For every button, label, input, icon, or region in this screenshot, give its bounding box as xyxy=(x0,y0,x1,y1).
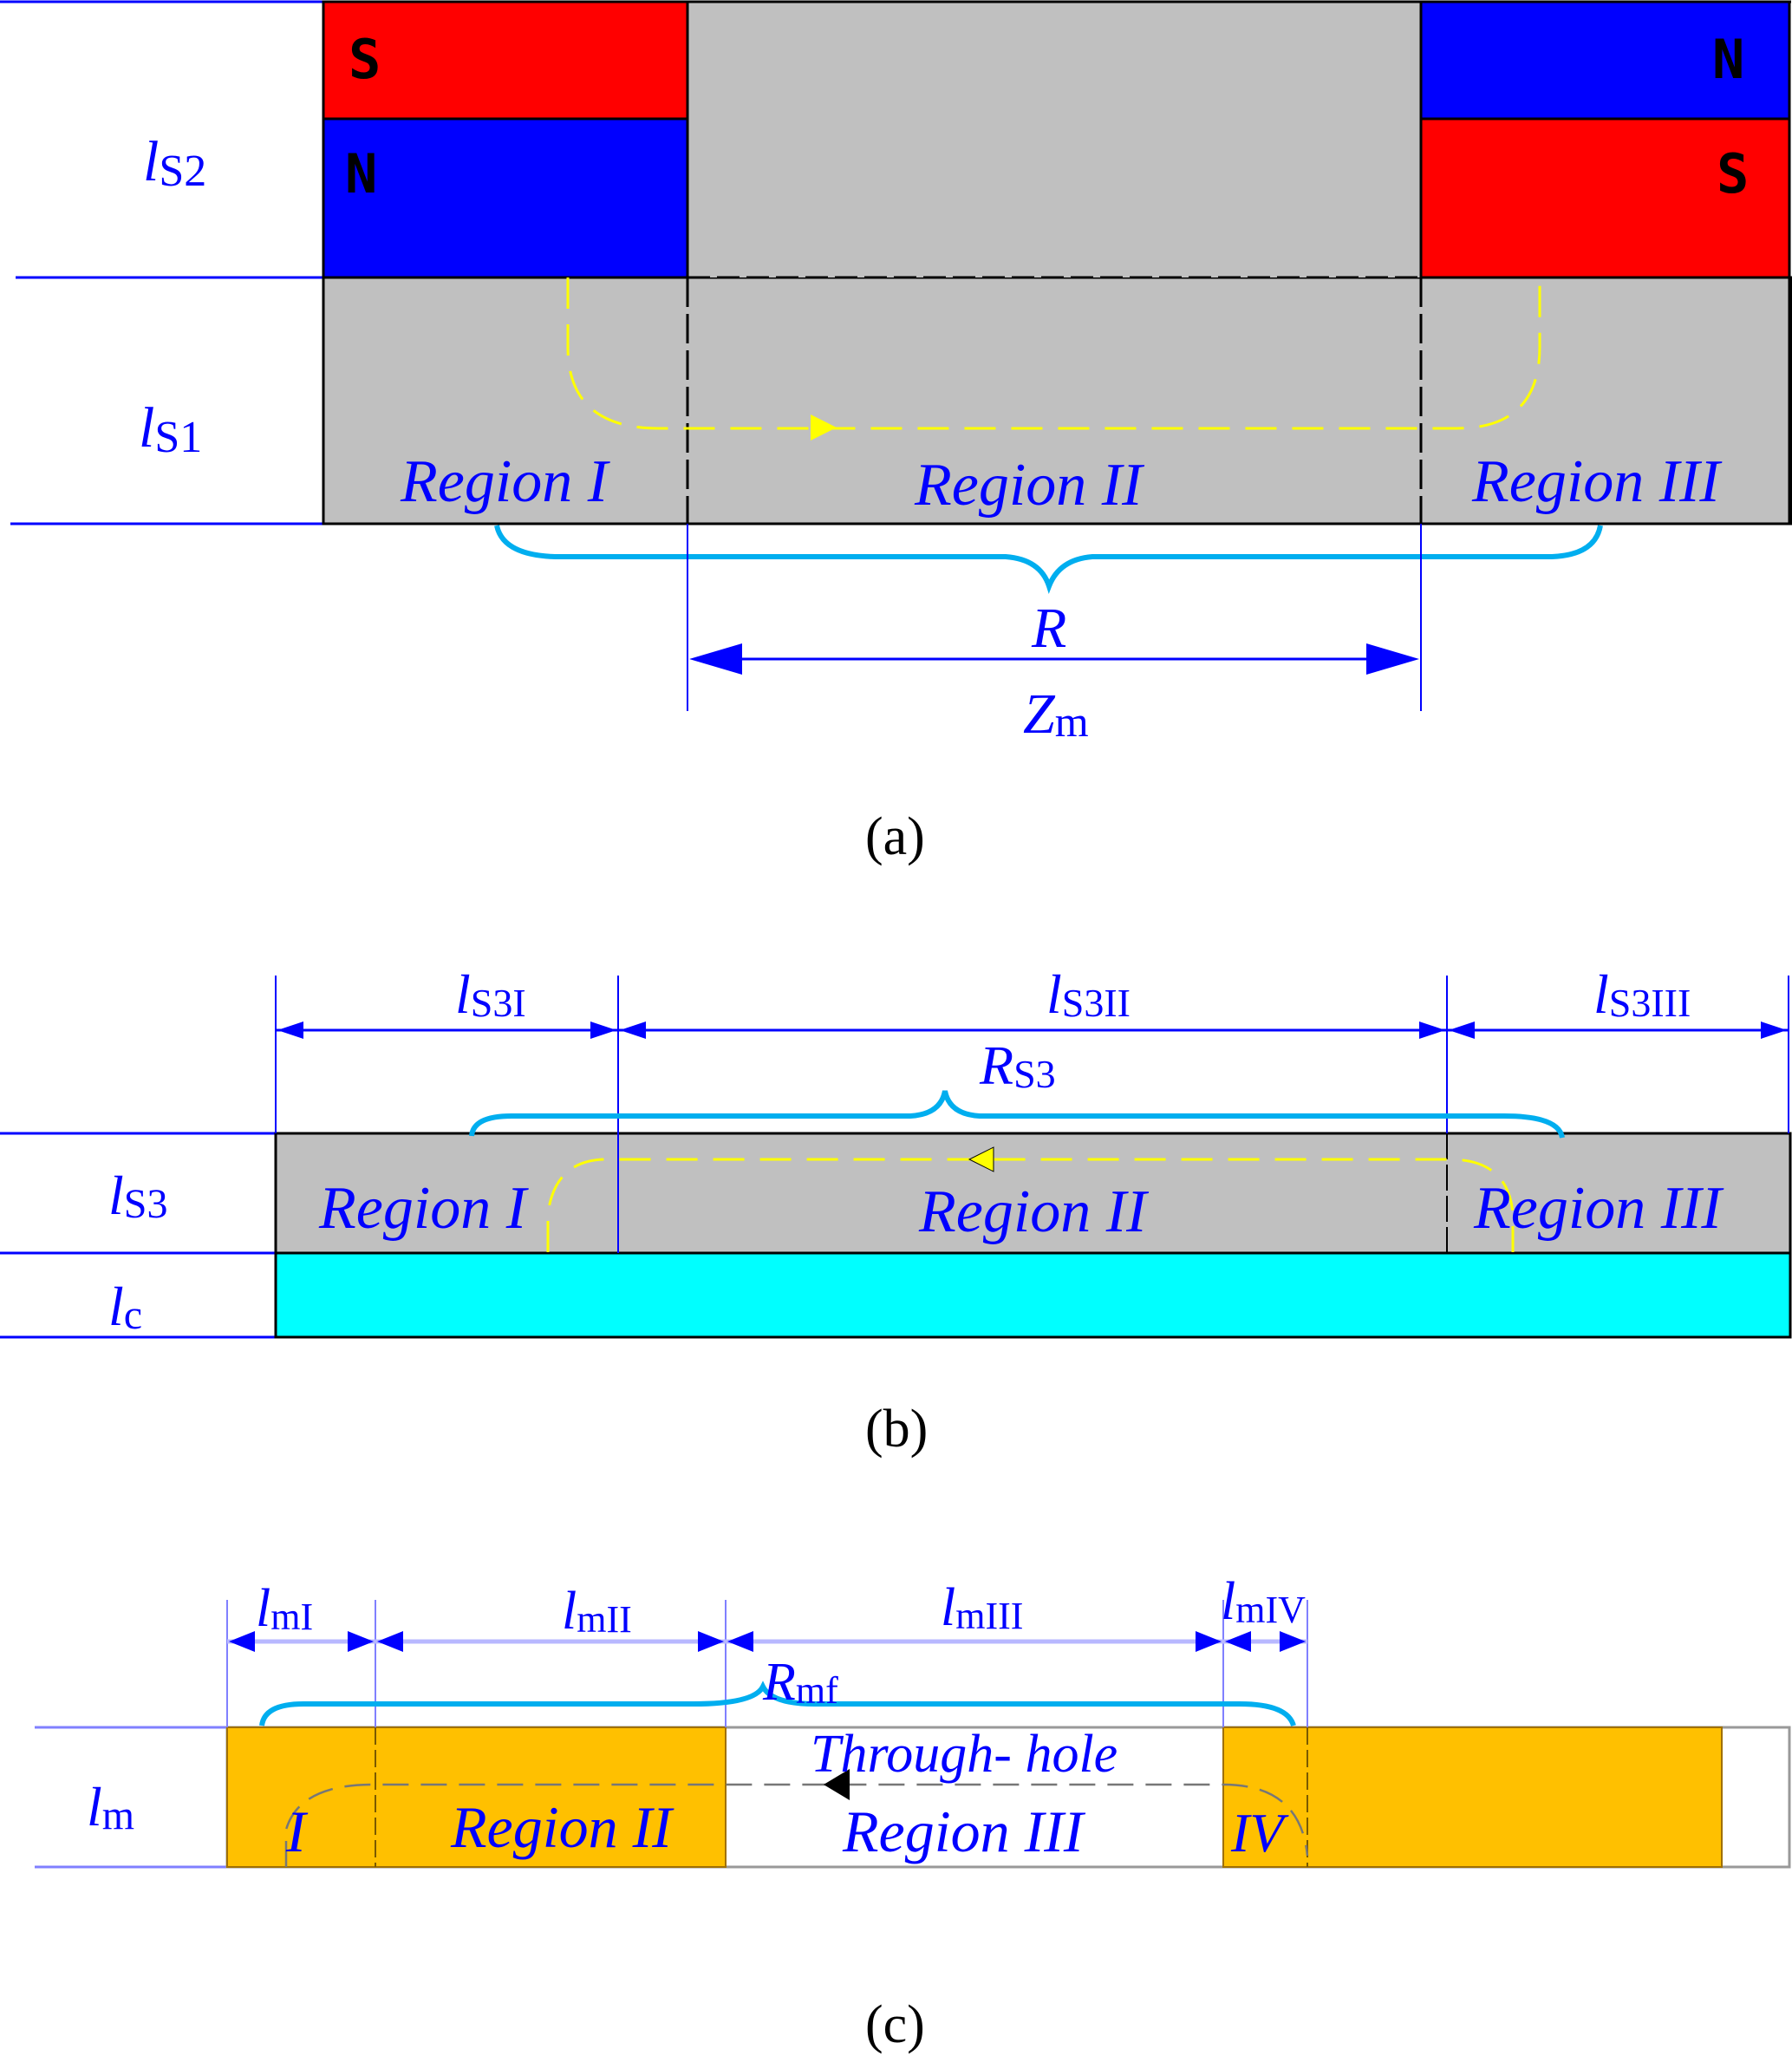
arrow-left-icon xyxy=(620,1021,646,1039)
arrow-left-icon xyxy=(377,1631,403,1652)
region-label: IV xyxy=(1230,1802,1289,1863)
dimension-label-zm: Zm xyxy=(1023,682,1089,746)
right-magnet-south xyxy=(1419,117,1791,279)
steel-layer xyxy=(274,1132,1792,1255)
panel-a: S N N S lS2 lS1 Region I Region II Regio… xyxy=(0,0,1792,866)
caption-b: (b) xyxy=(865,1400,928,1459)
region-label: Region III xyxy=(1473,1175,1724,1242)
row-label-ls1: lS1 xyxy=(139,396,202,462)
arrow-right-icon xyxy=(590,1021,616,1039)
dimension-label-lmii: lmII xyxy=(562,1582,632,1641)
arrow-left-icon xyxy=(229,1631,255,1652)
brace-label-rmf: Rmf xyxy=(762,1653,838,1712)
arrow-left-icon xyxy=(1449,1021,1475,1039)
arrow-right-icon xyxy=(1280,1631,1306,1652)
arrow-left-icon xyxy=(727,1631,753,1652)
pole-label: S xyxy=(1717,142,1749,206)
magnet-block-right xyxy=(1222,1726,1723,1868)
brace-label-r: R xyxy=(1031,597,1066,660)
arrow-right-icon xyxy=(1419,1021,1445,1039)
region-label: Region II xyxy=(914,452,1145,519)
arrow-right-icon xyxy=(698,1631,724,1652)
dimension-label-ls3i: lS3I xyxy=(455,963,526,1025)
reluctance-brace xyxy=(494,525,1603,594)
flux-path xyxy=(566,277,1541,430)
region-label: Region II xyxy=(918,1178,1150,1245)
region-label: I xyxy=(285,1798,309,1864)
flux-path xyxy=(284,1783,1309,1867)
region-label: Region II xyxy=(450,1794,674,1860)
dimension-label-ls3iii: lS3III xyxy=(1593,963,1691,1025)
caption-c: (c) xyxy=(865,1995,925,2054)
arrow-right-icon xyxy=(1761,1021,1787,1039)
region-label: Region I xyxy=(318,1175,530,1242)
pole-label: N xyxy=(1712,28,1744,91)
through-hole-label: Through- hole xyxy=(811,1725,1118,1784)
flux-path xyxy=(546,1158,1515,1252)
dimension-label-lmi: lmI xyxy=(256,1579,313,1638)
arrow-right-icon xyxy=(348,1631,374,1652)
panel-b: lS3I lS3II lS3III RS3 lS3 lc Region I Re… xyxy=(0,963,1792,1459)
dimension-label-ls3ii: lS3II xyxy=(1046,963,1131,1025)
pole-label: N xyxy=(345,142,377,206)
dimension-label-lmiv: lmIV xyxy=(1221,1572,1306,1631)
caption-a: (a) xyxy=(865,807,925,866)
flux-direction-arrow-icon xyxy=(811,414,837,441)
row-label-lm: lm xyxy=(87,1776,134,1838)
steel-lower-body xyxy=(322,276,1792,525)
flux-direction-arrow-icon xyxy=(824,1769,850,1800)
right-magnet-north xyxy=(1419,0,1791,121)
pole-label: S xyxy=(349,28,381,91)
flux-direction-arrow-icon xyxy=(968,1146,994,1172)
region-label: Region III xyxy=(842,1798,1086,1864)
panel-c: lmI lmII lmIII lmIV Rmf lm Through- hole… xyxy=(35,1572,1791,2054)
coil-layer xyxy=(274,1251,1792,1339)
left-magnet-north xyxy=(322,117,689,279)
region-label: Region I xyxy=(400,448,611,515)
arrow-right-icon xyxy=(1366,643,1419,675)
steel-upper-middle xyxy=(687,2,1421,277)
reluctance-brace xyxy=(469,1090,1565,1139)
reluctance-brace xyxy=(259,1681,1296,1727)
region-label: Region III xyxy=(1471,448,1723,515)
dimension-label-lmiii: lmIII xyxy=(941,1578,1023,1637)
brace-label-rs3: RS3 xyxy=(979,1035,1056,1096)
arrow-left-icon xyxy=(1225,1631,1251,1652)
arrow-right-icon xyxy=(1196,1631,1222,1652)
row-label-ls3: lS3 xyxy=(108,1165,167,1227)
arrow-left-icon xyxy=(277,1021,303,1039)
row-label-ls2: lS2 xyxy=(143,130,206,196)
row-label-lc: lc xyxy=(108,1276,142,1338)
arrow-left-icon xyxy=(689,643,742,675)
